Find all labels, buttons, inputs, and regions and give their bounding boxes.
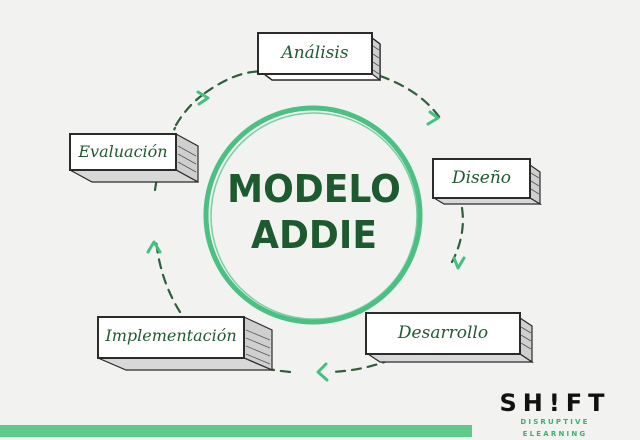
stage-label-analisis: Análisis bbox=[281, 43, 349, 63]
brand-tagline: DISRUPTIVE ELEARNING bbox=[520, 418, 590, 438]
cycle-arrows bbox=[146, 90, 466, 382]
stage-label-implementacion: Implementación bbox=[105, 326, 237, 345]
box-implementacion bbox=[97, 316, 273, 371]
center-title: MODELO ADDIE bbox=[196, 166, 432, 258]
arrow-to-desarrollo bbox=[452, 256, 466, 270]
arrow-to-evaluacion bbox=[146, 240, 162, 254]
box-analisis bbox=[257, 32, 381, 82]
brand-name: SH!FT bbox=[499, 389, 611, 417]
stage-label-diseno: Diseño bbox=[451, 168, 512, 188]
arrow-to-implementacion bbox=[316, 362, 329, 382]
center-circle bbox=[203, 105, 423, 325]
box-diseno bbox=[431, 158, 543, 206]
center-circle-inner bbox=[210, 112, 418, 320]
box-evaluacion bbox=[69, 132, 199, 184]
center-title-line1: MODELO bbox=[227, 167, 401, 211]
arrow-to-diseno bbox=[426, 110, 440, 126]
center-title-line2: ADDIE bbox=[251, 213, 377, 257]
brand-logo: SH!FT DISRUPTIVE ELEARNING bbox=[492, 390, 618, 440]
stage-label-evaluacion: Evaluación bbox=[78, 142, 168, 161]
bottom-accent-bar bbox=[0, 425, 472, 437]
arrow-to-analisis bbox=[196, 90, 210, 106]
stage-label-desarrollo: Desarrollo bbox=[397, 323, 489, 343]
box-desarrollo bbox=[365, 312, 534, 364]
